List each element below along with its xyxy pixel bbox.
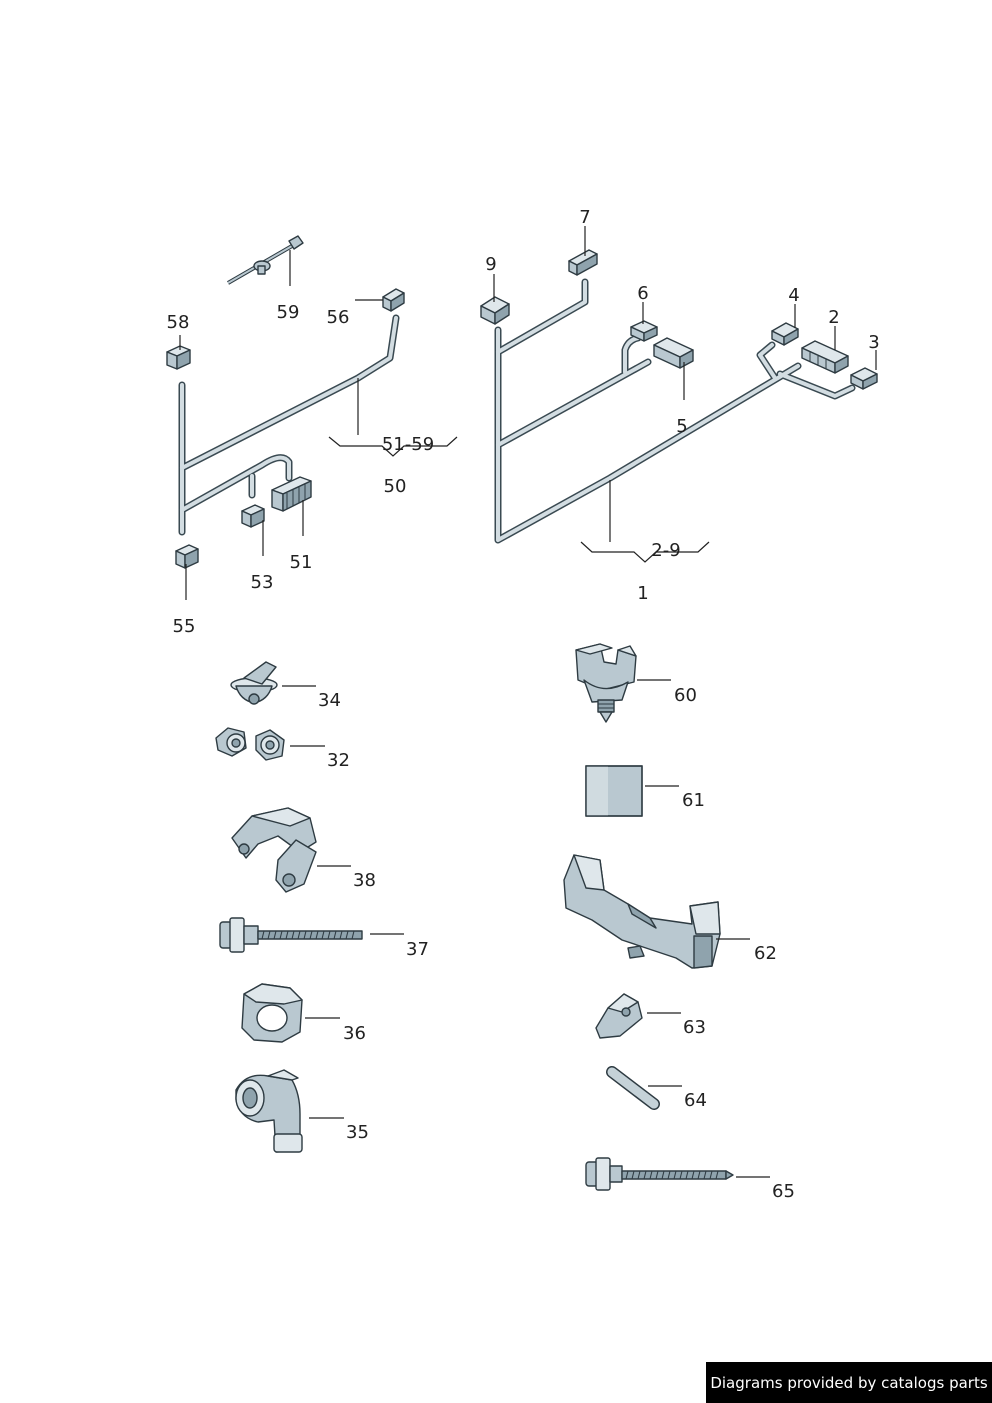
callout-1: 1 — [637, 583, 648, 604]
wiring-harness-50[interactable] — [178, 314, 400, 536]
callout-63: 63 — [683, 1017, 706, 1038]
callout-6: 6 — [637, 283, 648, 304]
callout-61: 61 — [682, 790, 705, 811]
credit-banner: Diagrams provided by catalogs parts — [706, 1362, 992, 1403]
double-clip-32[interactable] — [215, 727, 285, 761]
pin-64[interactable] — [606, 1066, 660, 1110]
connector-6[interactable] — [630, 320, 658, 342]
callout-2: 2 — [828, 307, 839, 328]
callout-7: 7 — [579, 207, 590, 228]
connector-53[interactable] — [241, 504, 265, 528]
callout-3: 3 — [868, 332, 879, 353]
connector-2[interactable] — [801, 340, 849, 374]
connector-58[interactable] — [166, 345, 191, 370]
callout-56: 56 — [327, 307, 350, 328]
callout-35: 35 — [346, 1122, 369, 1143]
callout-9: 9 — [485, 254, 496, 275]
connector-55[interactable] — [175, 544, 199, 569]
callout-50: 50 — [384, 476, 407, 497]
clip-63[interactable] — [595, 993, 643, 1039]
callout-36: 36 — [343, 1023, 366, 1044]
connector-4[interactable] — [771, 322, 799, 346]
callout-59: 59 — [277, 302, 300, 323]
bolt-65[interactable] — [585, 1157, 734, 1191]
callout-34: 34 — [318, 690, 341, 711]
callout-55: 55 — [173, 616, 196, 637]
callout-5: 5 — [676, 416, 687, 437]
callout-60: 60 — [674, 685, 697, 706]
bracket-62[interactable] — [563, 854, 721, 969]
cable-tie-59[interactable] — [226, 235, 304, 285]
bolt-37[interactable] — [219, 917, 363, 953]
connector-5[interactable] — [653, 337, 694, 369]
pad-61[interactable] — [585, 765, 643, 817]
callout-37: 37 — [406, 939, 429, 960]
callout-32: 32 — [327, 750, 350, 771]
grommet-36[interactable] — [241, 983, 303, 1043]
callout-51: 51 — [290, 552, 313, 573]
connector-56[interactable] — [382, 288, 405, 312]
elbow-fitting-35[interactable] — [235, 1069, 303, 1153]
connector-9[interactable] — [480, 296, 510, 325]
callout-51-59: 51-59 — [382, 434, 434, 455]
clip-34[interactable] — [230, 661, 278, 705]
callout-58: 58 — [167, 312, 190, 333]
leader-lines-right-harness — [493, 226, 877, 563]
callout-65: 65 — [772, 1181, 795, 1202]
callout-64: 64 — [684, 1090, 707, 1111]
connector-7[interactable] — [568, 249, 598, 276]
connector-51[interactable] — [271, 476, 312, 512]
callout-53: 53 — [251, 572, 274, 593]
callout-4: 4 — [788, 285, 799, 306]
elbow-bracket-38[interactable] — [231, 807, 317, 893]
callout-2-9: 2-9 — [651, 540, 680, 561]
callout-62: 62 — [754, 943, 777, 964]
callout-labels: 58 59 56 51-59 50 51 53 55 9 7 6 4 2 3 5… — [167, 207, 880, 1202]
callout-38: 38 — [353, 870, 376, 891]
leader-lines-left-harness — [179, 250, 458, 600]
connector-3[interactable] — [850, 367, 878, 390]
clip-60[interactable] — [575, 643, 637, 723]
wiring-harness-1[interactable] — [494, 278, 856, 544]
